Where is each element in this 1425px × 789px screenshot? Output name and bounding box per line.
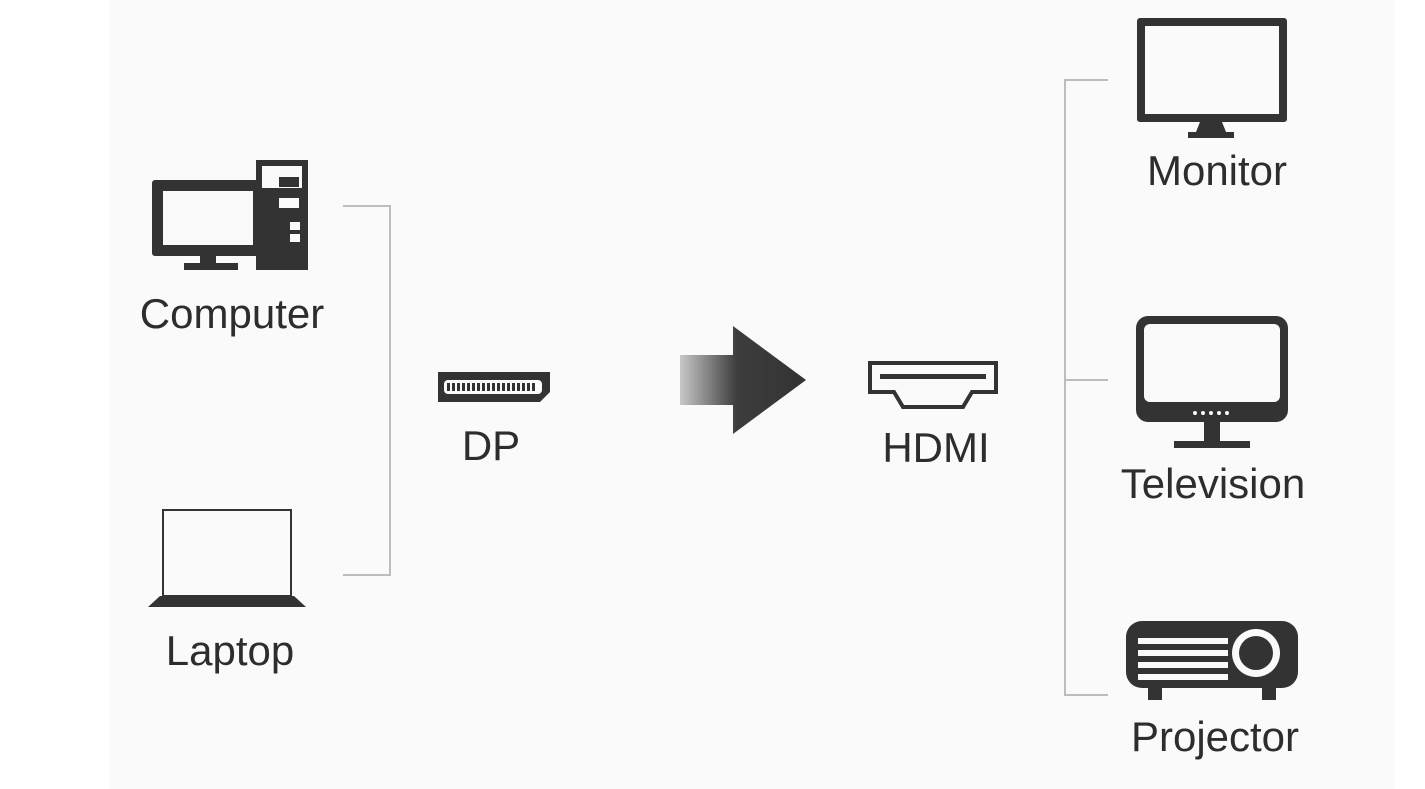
displayport-connector-icon <box>438 372 550 402</box>
right-arrow-icon <box>680 326 806 434</box>
laptop-icon <box>148 509 306 607</box>
monitor-icon <box>1137 18 1287 138</box>
television-icon <box>1136 316 1288 448</box>
source-bracket <box>343 205 391 576</box>
desktop-computer-icon <box>152 160 308 270</box>
hdmi-connector-icon <box>868 361 998 409</box>
dp-label: DP <box>461 422 521 469</box>
target-bracket <box>1064 79 1108 696</box>
television-label: Television <box>1120 460 1306 507</box>
computer-label: Computer <box>139 290 325 337</box>
laptop-label: Laptop <box>165 627 295 674</box>
monitor-label: Monitor <box>1146 147 1288 194</box>
hdmi-label: HDMI <box>882 424 990 471</box>
projector-icon <box>1126 621 1298 700</box>
projector-label: Projector <box>1130 713 1300 760</box>
